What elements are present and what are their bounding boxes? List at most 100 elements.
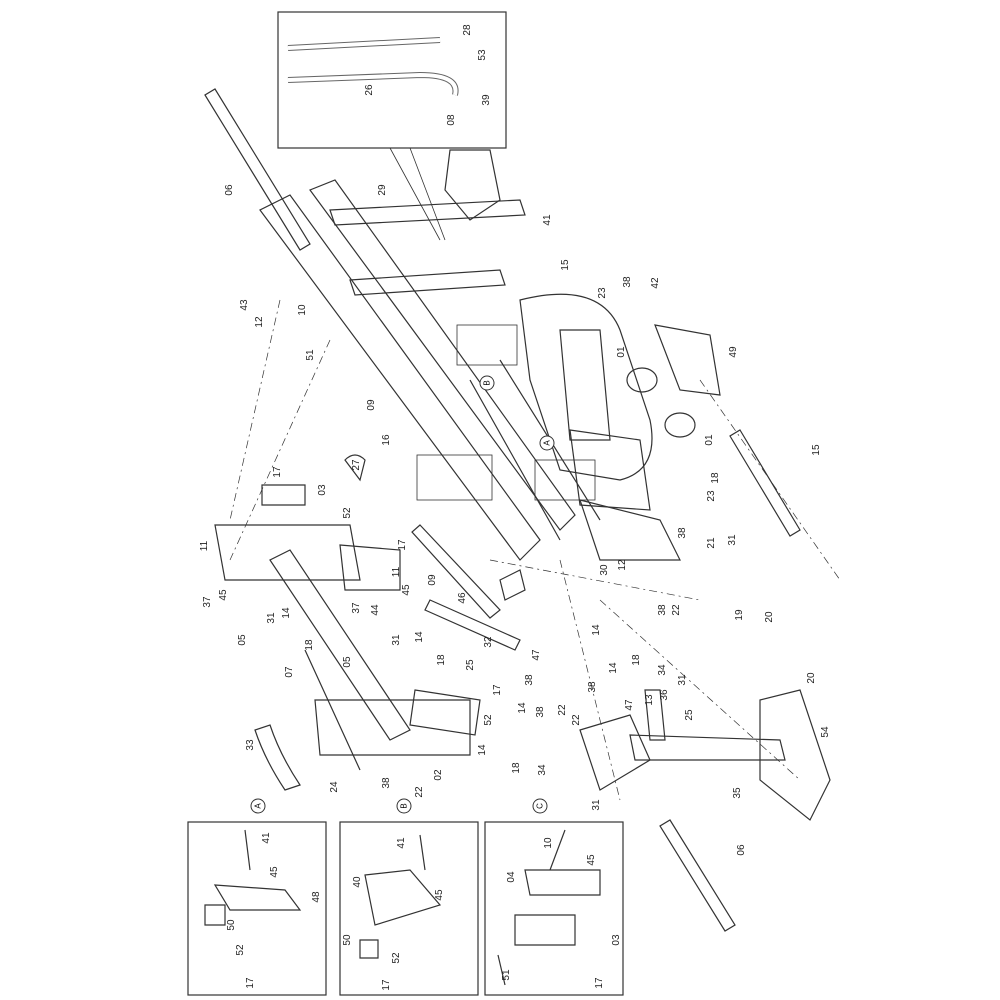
part-number-label: 33 [245,739,256,751]
inset-c-part-label: 45 [586,854,597,866]
part-number-label: 19 [734,609,745,621]
part-number-label: 28 [462,24,473,36]
part-number-label: 54 [820,726,831,738]
bumper-01b [664,412,696,438]
part-number-label: 06 [736,844,747,856]
inset-c-part-label: 17 [594,977,605,989]
detail-marker-a[interactable]: A [539,435,555,451]
part-number-label: 03 [317,484,328,496]
inset-c-part-label: 10 [543,837,554,849]
part-number-label: 38 [524,674,535,686]
part-number-label: 05 [342,656,353,668]
part-number-label: 34 [657,664,668,676]
inset-c-marker: C [532,798,548,814]
part-number-label: 17 [397,539,408,551]
inset-b-part-label: 50 [342,934,353,946]
part-number-label: 41 [542,214,553,226]
part-number-label: 27 [351,459,362,471]
inset-c-part-label: 03 [611,934,622,946]
part-number-label: 38 [587,681,598,693]
part-number-label: 09 [427,574,438,586]
inset-a-box [187,821,327,996]
part-number-label: 34 [537,764,548,776]
bumper-01 [626,367,658,393]
part-number-label: 36 [659,689,670,701]
part-number-label: 24 [329,781,340,793]
part-number-label: 31 [591,799,602,811]
part-number-label: 31 [266,612,277,624]
part-number-label: 49 [728,346,739,358]
lower-frame [214,524,481,791]
part-number-label: 18 [631,654,642,666]
inset-a-part-label: 52 [235,944,246,956]
part-number-label: 12 [617,559,628,571]
part-number-label: 11 [391,566,402,578]
part-number-label: 07 [284,666,295,678]
part-number-label: 10 [297,304,308,316]
inset-handles-box [277,11,507,149]
part-number-label: 14 [414,631,425,643]
part-number-label: 12 [254,316,265,328]
inset-a-marker: A [250,798,266,814]
part-number-label: 01 [704,434,715,446]
part-number-label: 51 [305,349,316,361]
part-number-label: 11 [199,540,210,552]
part-number-label: 47 [624,699,635,711]
inset-c-box [484,821,624,996]
part-number-label: 52 [342,507,353,519]
inset-c-part-label: 04 [506,871,517,883]
part-number-label: 17 [492,684,503,696]
part-number-label: 22 [671,604,682,616]
inset-b-part-label: 17 [381,979,392,991]
part-number-label: 26 [364,84,375,96]
part-number-label: 20 [806,672,817,684]
part-number-label: 23 [706,490,717,502]
part-number-label: 38 [622,276,633,288]
dashed-assembly-lines [229,299,841,801]
part-number-label: 22 [414,786,425,798]
part-number-label: 18 [710,472,721,484]
inset-b-part-label: 40 [352,876,363,888]
part-number-label: 37 [202,596,213,608]
upper-frame [259,149,681,601]
detail-marker-b[interactable]: B [479,375,495,391]
part-number-label: 14 [477,744,488,756]
part-number-label: 38 [677,527,688,539]
part-number-label: 18 [511,762,522,774]
part-number-label: 52 [483,714,494,726]
inset-a-part-label: 45 [269,866,280,878]
inset-b-part-label: 45 [434,889,445,901]
part-number-label: 23 [597,287,608,299]
part-number-label: 14 [517,702,528,714]
inset-a-part-label: 48 [311,891,322,903]
part-number-label: 44 [370,604,381,616]
part-number-label: 35 [732,787,743,799]
inset-b-box [339,821,479,996]
plate-03 [261,484,306,506]
part-number-label: 38 [381,777,392,789]
part-number-label: 05 [237,634,248,646]
part-number-label: 20 [764,611,775,623]
part-number-label: 45 [218,589,229,601]
grip-33 [254,724,301,791]
part-number-label: 17 [272,466,283,478]
part-number-label: 21 [706,537,717,549]
part-number-label: 32 [483,636,494,648]
cylinder-06-lower [659,819,736,932]
part-number-label: 53 [477,49,488,61]
part-number-label: 16 [381,434,392,446]
part-number-label: 42 [650,277,661,289]
part-number-label: 06 [224,184,235,196]
part-number-label: 25 [465,659,476,671]
part-number-label: 43 [239,299,250,311]
part-27 [344,454,366,482]
part-number-label: 31 [727,534,738,546]
part-number-label: 14 [608,662,619,674]
part-number-label: 38 [535,706,546,718]
part-number-label: 46 [457,592,468,604]
strut-09 [411,524,501,619]
inset-b-part-label: 41 [396,837,407,849]
part-number-label: 09 [366,399,377,411]
part-number-label: 45 [401,584,412,596]
